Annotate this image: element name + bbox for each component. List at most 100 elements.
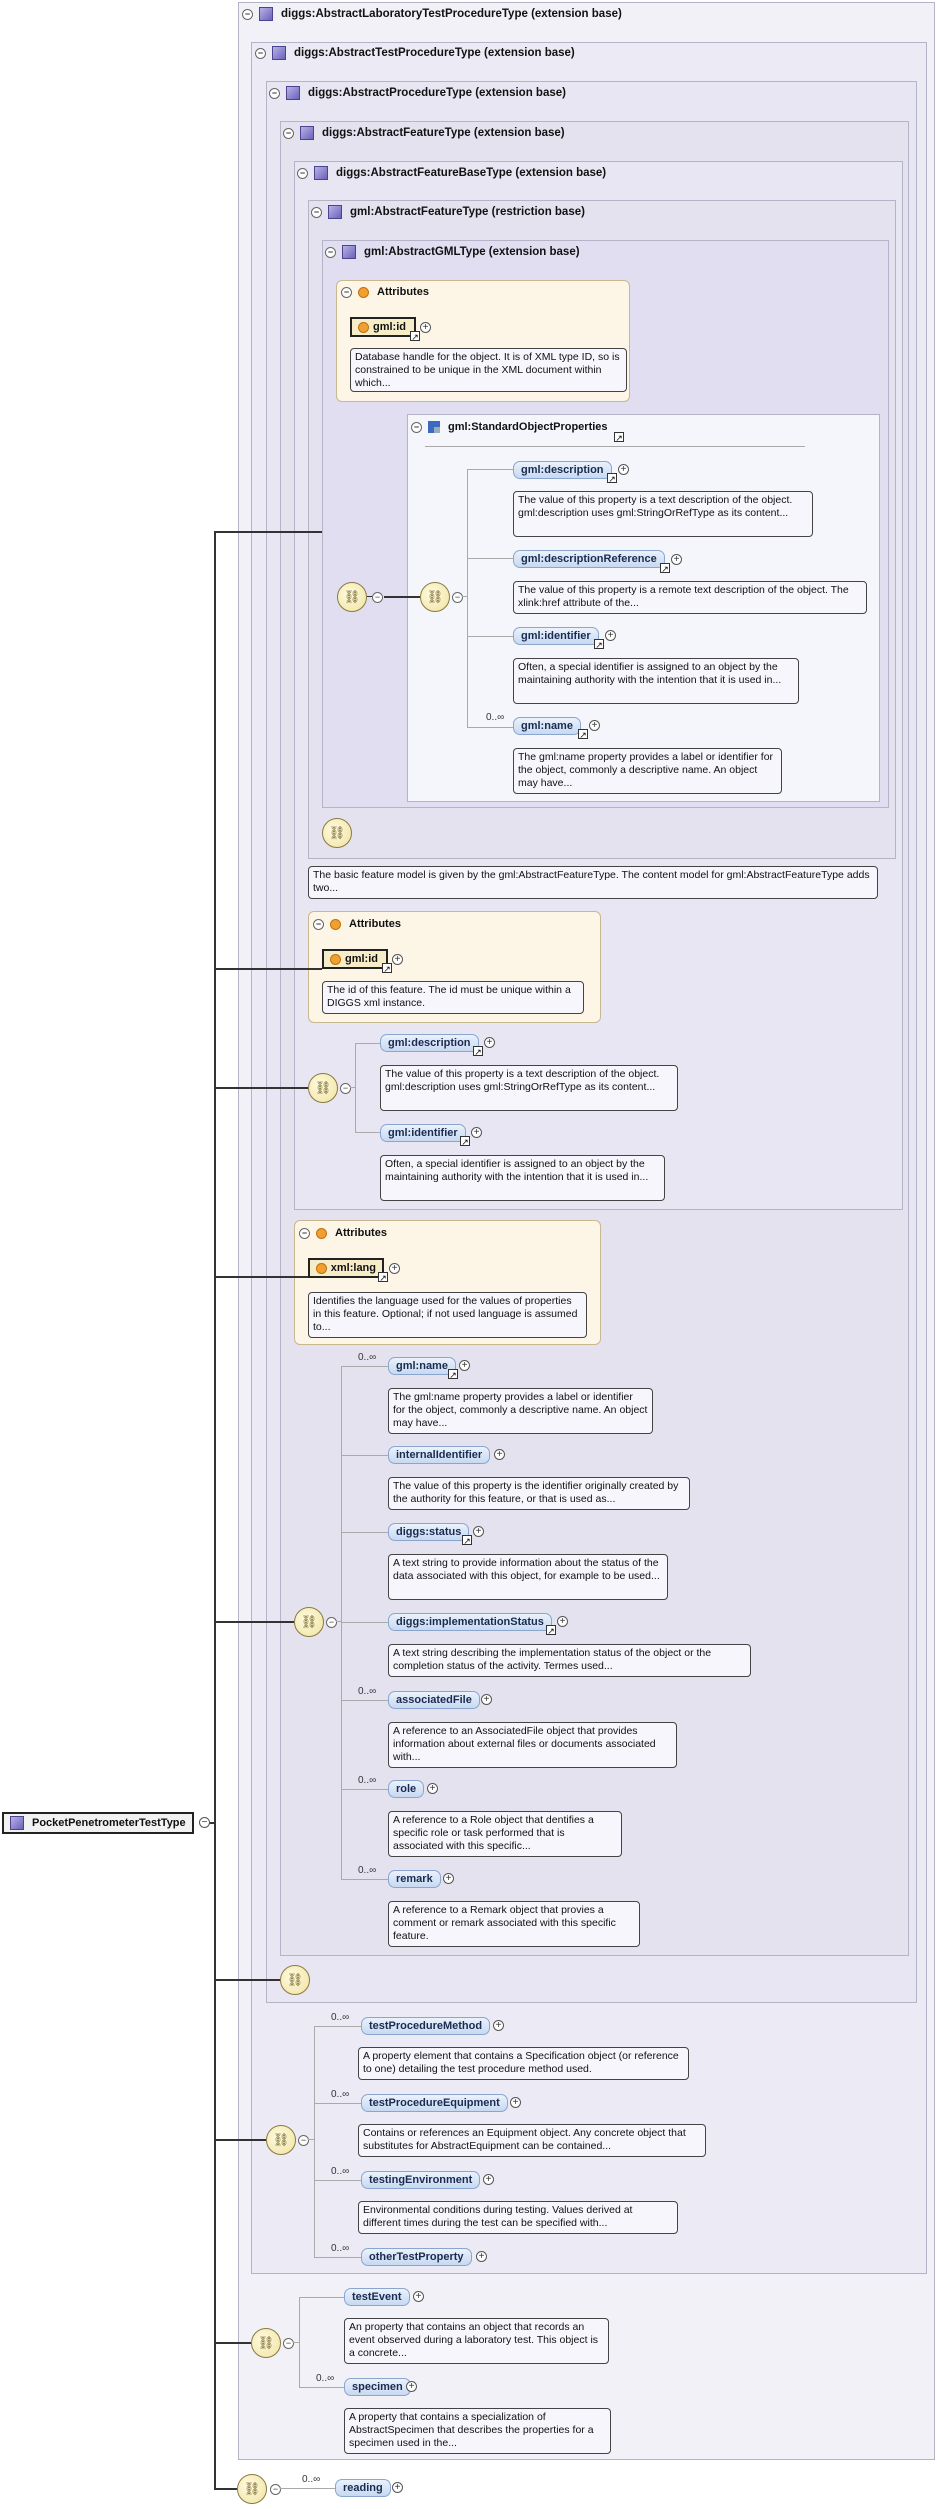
element-gml-description[interactable]: gml:description — [513, 461, 612, 479]
expand-icon[interactable]: + — [481, 1694, 492, 1705]
expand-icon[interactable]: + — [589, 720, 600, 731]
sequence-icon[interactable]: ⛓ — [280, 1965, 310, 1995]
expand-icon[interactable]: + — [392, 2482, 403, 2493]
expand-icon[interactable]: + — [493, 2020, 504, 2031]
expand-icon[interactable]: + — [605, 630, 616, 641]
type-header-abstract-test-procedure[interactable]: −diggs:AbstractTestProcedureType (extens… — [255, 43, 575, 63]
element-specimen[interactable]: specimen — [344, 2378, 411, 2396]
type-header-abstract-feature[interactable]: −diggs:AbstractFeatureType (extension ba… — [283, 123, 565, 143]
collapse-icon[interactable]: − — [199, 1817, 210, 1828]
link-arrow-icon[interactable]: ↗ — [462, 1535, 472, 1546]
collapse-icon[interactable]: − — [326, 1617, 337, 1628]
link-arrow-icon[interactable]: ↗ — [660, 563, 670, 574]
type-header-abstract-feature-base[interactable]: −diggs:AbstractFeatureBaseType (extensio… — [297, 163, 606, 183]
expand-icon[interactable]: + — [427, 1783, 438, 1794]
collapse-icon[interactable]: − — [269, 87, 280, 99]
collapse-icon[interactable]: − — [255, 47, 266, 59]
group-header[interactable]: − gml:StandardObjectProperties — [411, 421, 608, 433]
collapse-icon[interactable]: − — [341, 286, 352, 298]
element-remark[interactable]: remark — [388, 1870, 441, 1888]
expand-icon[interactable]: + — [484, 1037, 495, 1048]
expand-icon[interactable]: + — [406, 2381, 417, 2392]
expand-icon[interactable]: + — [392, 954, 403, 965]
collapse-icon[interactable]: − — [242, 8, 253, 20]
expand-icon[interactable]: + — [671, 554, 682, 565]
expand-icon[interactable]: + — [557, 1616, 568, 1627]
collapse-icon[interactable]: − — [340, 1083, 351, 1094]
element-gml-description-reference[interactable]: gml:descriptionReference — [513, 550, 665, 568]
link-arrow-icon[interactable]: ↗ — [594, 639, 604, 650]
expand-icon[interactable]: + — [389, 1263, 400, 1274]
collapse-icon[interactable]: − — [283, 2338, 294, 2349]
element-gml-identifier[interactable]: gml:identifier — [380, 1124, 466, 1142]
link-arrow-icon[interactable]: ↗ — [382, 963, 392, 974]
link-arrow-icon[interactable]: ↗ — [410, 331, 420, 342]
attribute-gml-id[interactable]: gml:id — [322, 949, 388, 969]
collapse-icon[interactable]: − — [313, 918, 324, 930]
element-gml-identifier[interactable]: gml:identifier — [513, 627, 599, 645]
type-header-abstract-procedure[interactable]: −diggs:AbstractProcedureType (extension … — [269, 83, 566, 103]
sequence-icon[interactable]: ⛓ — [337, 582, 367, 612]
element-internal-identifier[interactable]: internalIdentifier — [388, 1446, 491, 1464]
expand-icon[interactable]: + — [413, 2291, 424, 2302]
type-header-gml-abstract-gml[interactable]: −gml:AbstractGMLType (extension base) — [325, 242, 580, 262]
sequence-icon[interactable]: ⛓ — [251, 2328, 281, 2358]
collapse-icon[interactable]: − — [299, 1227, 310, 1239]
collapse-icon[interactable]: − — [372, 592, 383, 603]
collapse-icon[interactable]: − — [298, 2135, 309, 2146]
link-arrow-icon[interactable]: ↗ — [614, 432, 624, 443]
expand-icon[interactable]: + — [510, 2097, 521, 2108]
element-test-procedure-method[interactable]: testProcedureMethod — [361, 2017, 491, 2035]
element-gml-name[interactable]: gml:name — [388, 1357, 456, 1375]
sequence-icon[interactable]: ⛓ — [420, 582, 450, 612]
element-gml-description[interactable]: gml:description — [380, 1034, 479, 1052]
cardinality: 0..∞ — [358, 1865, 377, 1876]
sequence-icon[interactable]: ⛓ — [237, 2474, 267, 2504]
collapse-icon[interactable]: − — [411, 421, 422, 433]
collapse-icon[interactable]: − — [325, 246, 336, 258]
attributes-header[interactable]: −Attributes — [299, 1227, 387, 1239]
collapse-icon[interactable]: − — [297, 167, 308, 179]
link-arrow-icon[interactable]: ↗ — [607, 473, 617, 484]
element-test-procedure-equipment[interactable]: testProcedureEquipment — [361, 2094, 508, 2112]
element-role[interactable]: role — [388, 1780, 425, 1798]
expand-icon[interactable]: + — [494, 1449, 505, 1460]
expand-icon[interactable]: + — [483, 2174, 494, 2185]
expand-icon[interactable]: + — [459, 1360, 470, 1371]
link-arrow-icon[interactable]: ↗ — [448, 1369, 458, 1380]
link-arrow-icon[interactable]: ↗ — [460, 1136, 470, 1147]
element-test-event[interactable]: testEvent — [344, 2288, 410, 2306]
link-arrow-icon[interactable]: ↗ — [578, 729, 588, 740]
attribute-xml-lang[interactable]: xml:lang — [308, 1258, 384, 1278]
element-reading[interactable]: reading — [335, 2479, 391, 2497]
sequence-icon[interactable]: ⛓ — [322, 818, 352, 848]
attribute-gml-id[interactable]: gml:id — [350, 317, 416, 337]
expand-icon[interactable]: + — [443, 1873, 454, 1884]
collapse-icon[interactable]: − — [311, 206, 322, 218]
attributes-header[interactable]: −Attributes — [341, 286, 429, 298]
root-element[interactable]: PocketPenetrometerTestType — [2, 1812, 194, 1834]
collapse-icon[interactable]: − — [283, 127, 294, 139]
link-arrow-icon[interactable]: ↗ — [378, 1272, 388, 1283]
link-arrow-icon[interactable]: ↗ — [473, 1046, 483, 1057]
attributes-header[interactable]: −Attributes — [313, 918, 401, 930]
element-other-test-property[interactable]: otherTestProperty — [361, 2248, 472, 2266]
sequence-icon[interactable]: ⛓ — [308, 1073, 338, 1103]
expand-icon[interactable]: + — [420, 322, 431, 333]
expand-icon[interactable]: + — [473, 1526, 484, 1537]
collapse-icon[interactable]: − — [452, 592, 463, 603]
sequence-icon[interactable]: ⛓ — [294, 1607, 324, 1637]
element-testing-environment[interactable]: testingEnvironment — [361, 2171, 481, 2189]
link-arrow-icon[interactable]: ↗ — [546, 1625, 556, 1636]
element-diggs-implementation-status[interactable]: diggs:implementationStatus — [388, 1613, 552, 1631]
element-associated-file[interactable]: associatedFile — [388, 1691, 480, 1709]
expand-icon[interactable]: + — [476, 2251, 487, 2262]
type-header-abstract-laboratory-test-procedure[interactable]: −diggs:AbstractLaboratoryTestProcedureTy… — [242, 4, 622, 24]
type-header-gml-abstract-feature[interactable]: −gml:AbstractFeatureType (restriction ba… — [311, 202, 585, 222]
expand-icon[interactable]: + — [471, 1127, 482, 1138]
element-gml-name[interactable]: gml:name — [513, 717, 581, 735]
collapse-icon[interactable]: − — [270, 2484, 281, 2495]
sequence-icon[interactable]: ⛓ — [266, 2125, 296, 2155]
expand-icon[interactable]: + — [618, 464, 629, 475]
element-diggs-status[interactable]: diggs:status — [388, 1523, 470, 1541]
